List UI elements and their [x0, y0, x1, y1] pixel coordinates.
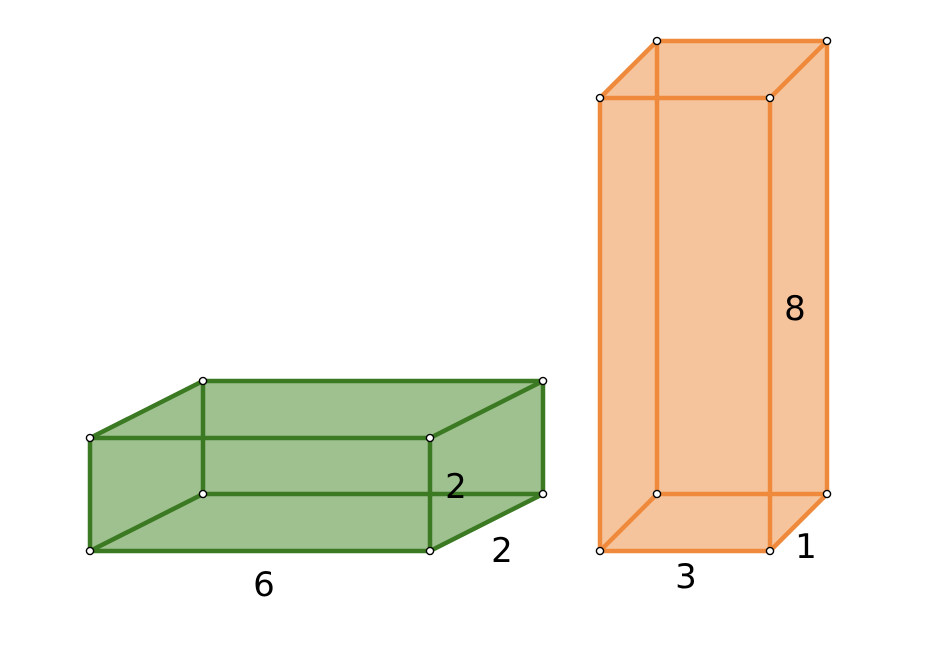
green-vertex	[538, 489, 548, 499]
green-vertex	[198, 489, 208, 499]
green-edge	[87, 491, 206, 554]
green-edge	[427, 378, 546, 441]
green-edge	[87, 378, 206, 441]
green-vertex	[425, 546, 435, 556]
orange-vertex	[595, 93, 605, 103]
orange-width-label: 1	[795, 527, 817, 567]
orange-vertex	[822, 489, 832, 499]
orange-vertex	[595, 546, 605, 556]
green-height-label: 2	[445, 467, 467, 507]
green-edge	[427, 491, 546, 554]
orange-vertex	[652, 489, 662, 499]
orange-edge	[597, 491, 660, 554]
green-vertex	[425, 433, 435, 443]
orange-vertex	[765, 546, 775, 556]
orange-vertex	[765, 93, 775, 103]
green-prism: 6 2 2	[85, 376, 548, 605]
orange-edge	[597, 38, 660, 101]
green-vertex	[85, 433, 95, 443]
orange-vertex	[822, 36, 832, 46]
orange-prism: 3 1 8	[595, 36, 832, 597]
orange-vertex	[652, 36, 662, 46]
orange-front-face	[600, 98, 770, 551]
green-length-label: 6	[253, 565, 275, 605]
green-vertex	[198, 376, 208, 386]
green-width-label: 2	[491, 531, 513, 571]
green-vertex	[85, 546, 95, 556]
orange-length-label: 3	[675, 557, 697, 597]
orange-edge	[767, 491, 830, 554]
orange-edge	[767, 38, 830, 101]
orange-right-face	[770, 41, 827, 551]
orange-height-label: 8	[784, 289, 806, 329]
green-vertex	[538, 376, 548, 386]
green-right-face	[430, 381, 543, 551]
